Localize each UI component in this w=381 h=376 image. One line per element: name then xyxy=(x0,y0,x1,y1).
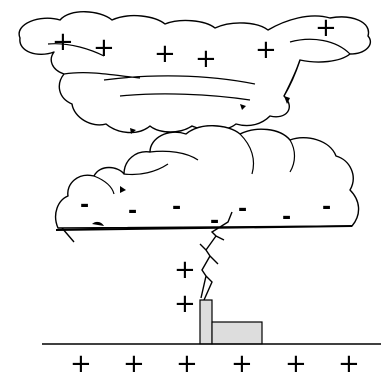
cloud-base-charges: - - - - - - - - xyxy=(80,193,331,234)
ground-charges: + + + + + + xyxy=(70,349,360,376)
cloud-base-charge: - xyxy=(322,195,331,220)
cloud-top-charge: + xyxy=(154,39,176,69)
cloud-base-charge: - xyxy=(210,209,219,234)
ground-charge: + xyxy=(285,349,307,376)
cloud-base-charge: - xyxy=(80,193,89,218)
upward-leader xyxy=(199,211,233,301)
lower-cloud xyxy=(54,125,360,229)
ground-charge: + xyxy=(338,349,360,376)
building-annex xyxy=(211,321,263,345)
cloud-top-charge: + xyxy=(195,44,217,74)
cloud-base-line xyxy=(55,225,353,231)
cloud-top-charge: + xyxy=(315,13,337,43)
cloud-base-charge: - xyxy=(238,197,247,222)
building-tower xyxy=(199,299,213,345)
cloud-base-tick xyxy=(61,227,75,243)
cloud-top-charge: + xyxy=(255,35,277,65)
cloud-top-charges: + + + + + + + xyxy=(52,13,337,74)
cloud-top-charge: + xyxy=(52,27,74,57)
tower-charge: + xyxy=(174,255,196,285)
ground-charge: + xyxy=(123,349,145,376)
cloud-base-charge: - xyxy=(128,199,137,224)
ground-charge: + xyxy=(70,349,92,376)
tower-charges: + + xyxy=(174,255,196,319)
ground-charge: + xyxy=(176,349,198,376)
tower-charge: + xyxy=(174,289,196,319)
ground-charge: + xyxy=(231,349,253,376)
cloud-base-charge: - xyxy=(172,195,181,220)
cloud-base-charge: - xyxy=(282,205,291,230)
upper-cloud xyxy=(18,11,372,134)
cloud-top-charge: + xyxy=(93,33,115,63)
